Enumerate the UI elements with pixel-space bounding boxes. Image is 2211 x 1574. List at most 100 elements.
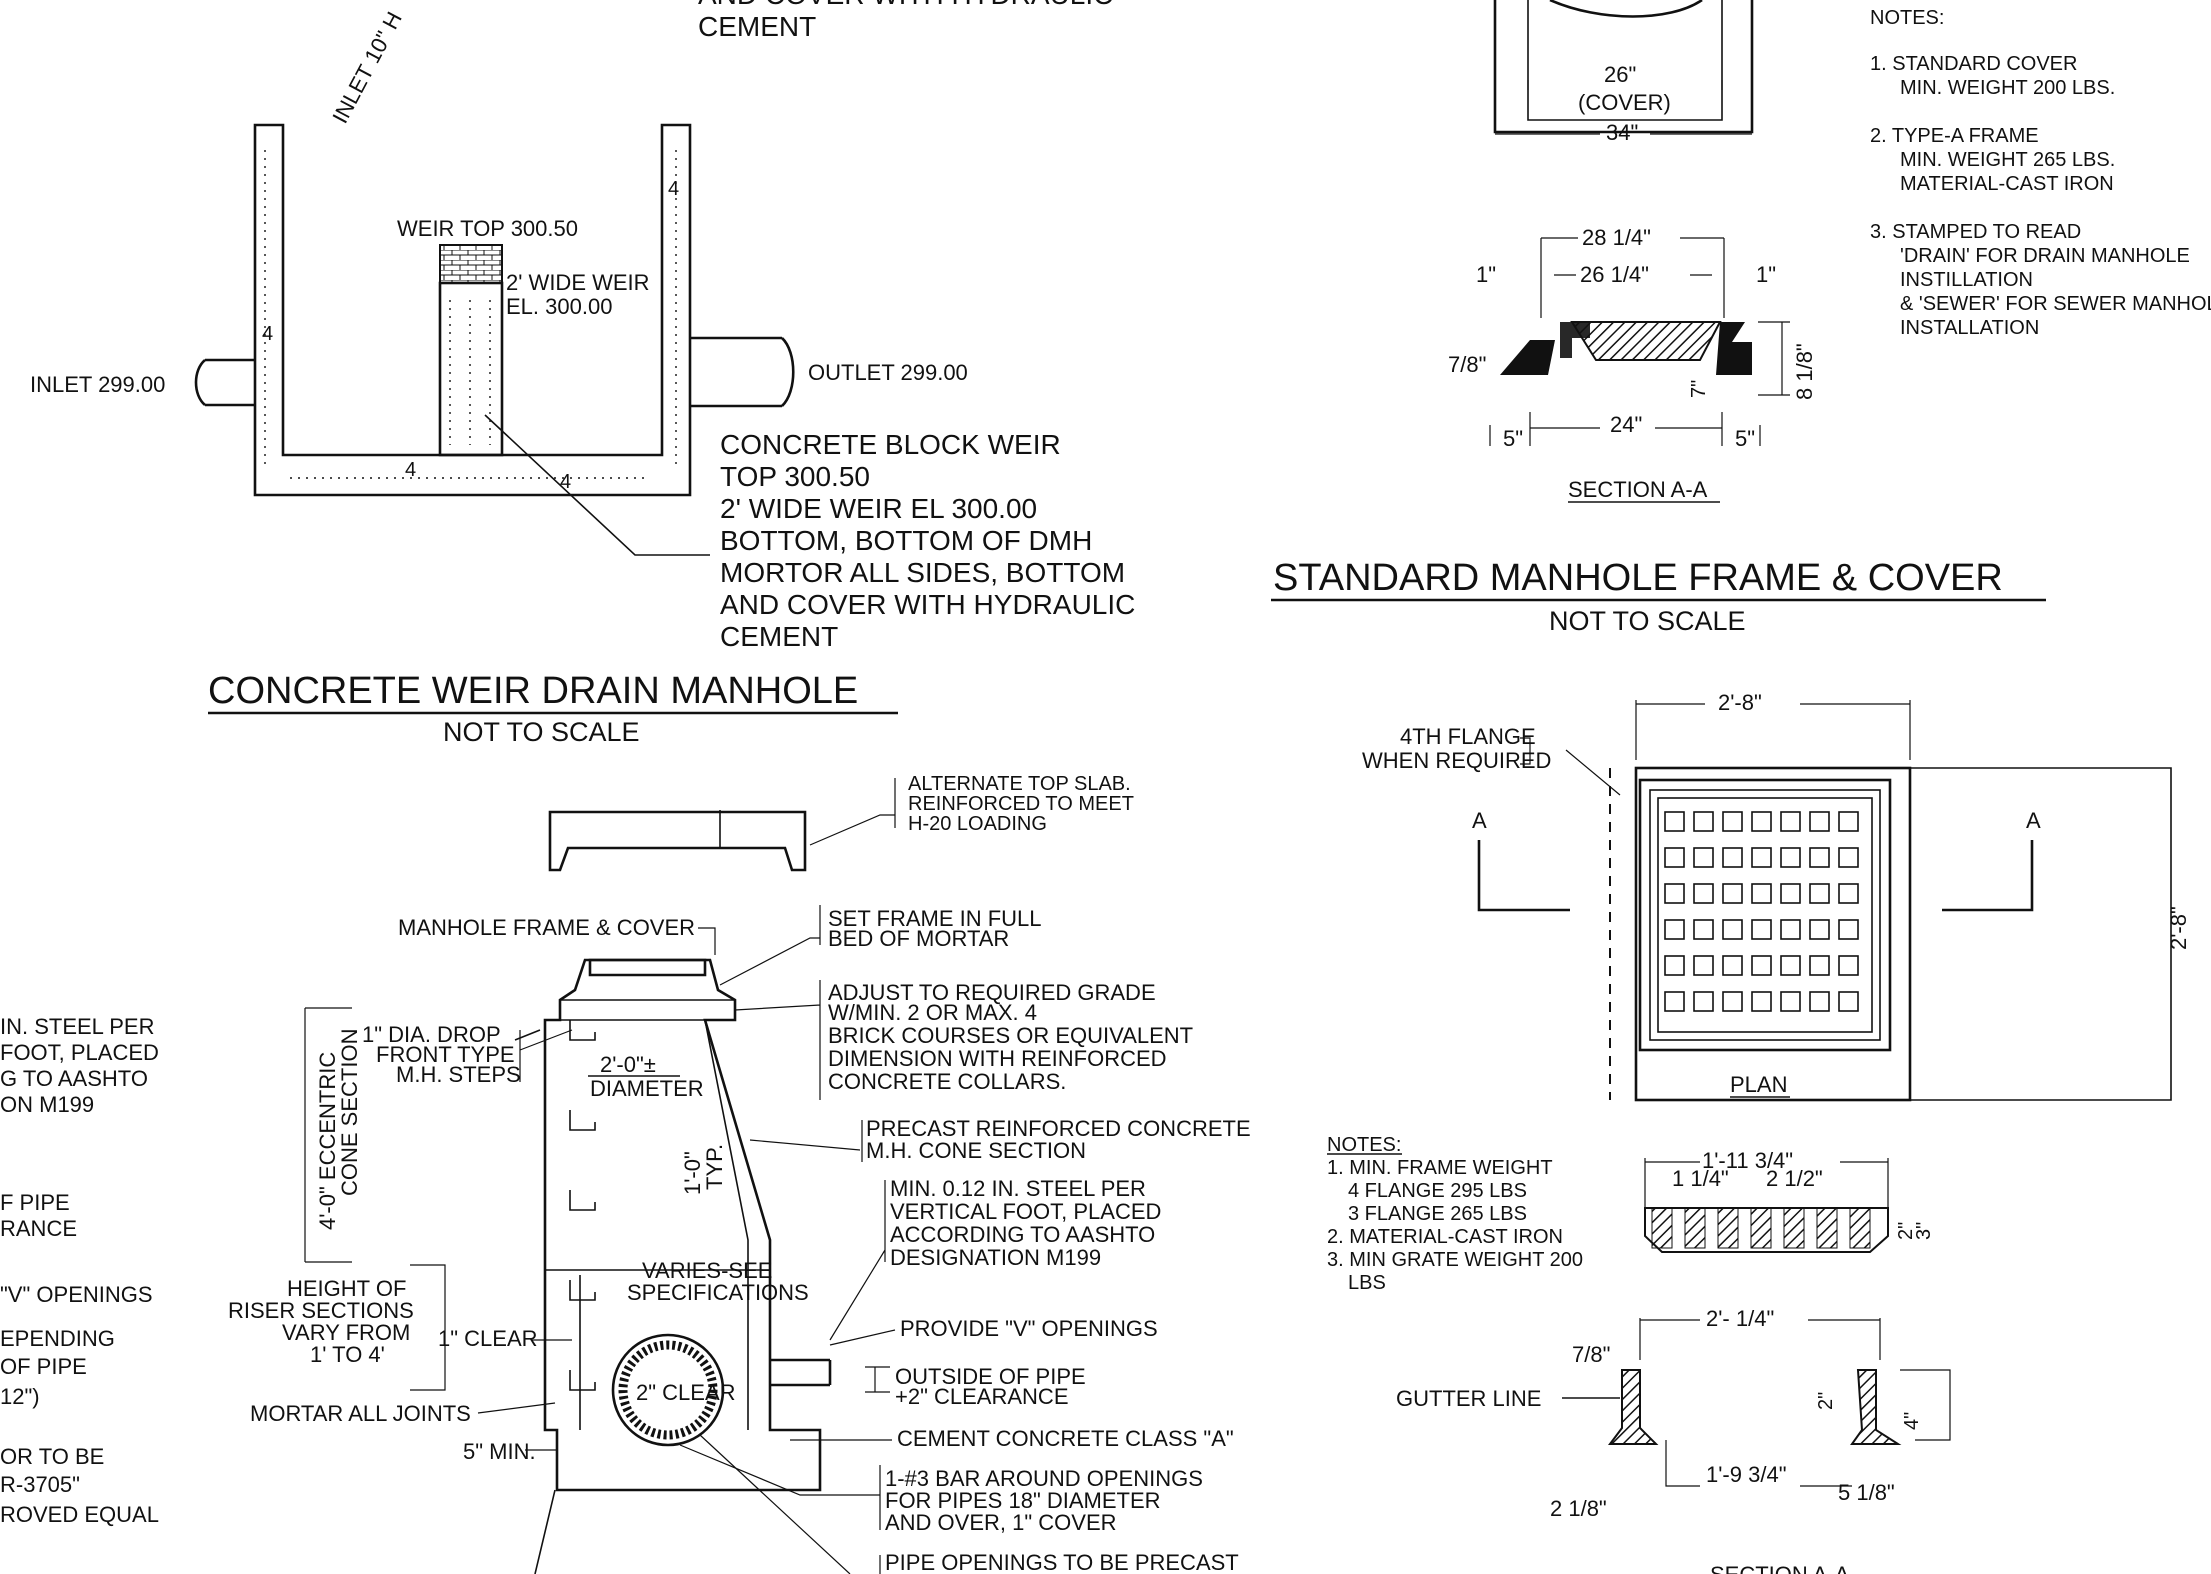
grate-opening xyxy=(1780,991,1801,1012)
frame-cover-label: MANHOLE FRAME & COVER xyxy=(398,915,695,940)
manhole-cone xyxy=(543,958,822,1492)
svg-text:VARY FROM: VARY FROM xyxy=(282,1320,410,1345)
grate-opening xyxy=(1838,919,1859,940)
svg-text:REINFORCED TO MEET: REINFORCED TO MEET xyxy=(908,793,1134,815)
svg-text:28 1/4": 28 1/4" xyxy=(1582,225,1651,250)
svg-text:AND COVER WITH HYDRAULIC: AND COVER WITH HYDRAULIC xyxy=(720,589,1135,620)
weir-subtitle: NOT TO SCALE xyxy=(443,717,640,747)
frame-subtitle: NOT TO SCALE xyxy=(1549,606,1746,636)
svg-text:1 1/4": 1 1/4" xyxy=(1672,1166,1729,1191)
svg-text:WHEN REQUIRED: WHEN REQUIRED xyxy=(1362,748,1551,773)
svg-text:RISER SECTIONS: RISER SECTIONS xyxy=(228,1298,414,1323)
svg-text:2": 2" xyxy=(1895,1222,1917,1240)
frame-title: STANDARD MANHOLE FRAME & COVER xyxy=(1273,557,2003,599)
grate-bar xyxy=(1717,1207,1739,1249)
svg-text:2 1/2": 2 1/2" xyxy=(1766,1166,1823,1191)
grate-opening xyxy=(1838,991,1859,1012)
svg-text:7/8": 7/8" xyxy=(1448,352,1486,377)
svg-text:H-20 LOADING: H-20 LOADING xyxy=(908,813,1047,835)
grate-opening xyxy=(1751,991,1772,1012)
svg-text:ON M199: ON M199 xyxy=(0,1092,94,1117)
svg-text:26 1/4": 26 1/4" xyxy=(1580,262,1649,287)
svg-text:MORTOR ALL SIDES, BOTTOM: MORTOR ALL SIDES, BOTTOM xyxy=(720,557,1125,588)
svg-text:1. STANDARD COVER: 1. STANDARD COVER xyxy=(1870,53,2077,75)
grate-bar xyxy=(1816,1207,1838,1249)
svg-text:2'-8": 2'-8" xyxy=(2166,906,2191,950)
svg-text:BOTTOM, BOTTOM OF DMH: BOTTOM, BOTTOM OF DMH xyxy=(720,525,1092,556)
svg-text:CONE SECTION: CONE SECTION xyxy=(337,1029,362,1196)
svg-text:EPENDING: EPENDING xyxy=(0,1326,115,1351)
svg-text:4: 4 xyxy=(405,459,416,481)
svg-text:A: A xyxy=(2026,808,2041,833)
svg-text:OR TO BE: OR TO BE xyxy=(0,1444,104,1469)
clear2-label: 2" CLEAR xyxy=(636,1380,736,1405)
grate-opening xyxy=(1809,847,1830,868)
svg-text:SECTION A-A: SECTION A-A xyxy=(1710,1562,1850,1574)
grate-opening xyxy=(1809,919,1830,940)
left-cutoff-notes: IN. STEEL PER FOOT, PLACED G TO AASHTO O… xyxy=(0,1014,159,1527)
svg-text:SET FRAME IN FULL: SET FRAME IN FULL xyxy=(828,906,1042,931)
grate-opening xyxy=(1751,919,1772,940)
svg-text:ROVED EQUAL: ROVED EQUAL xyxy=(0,1502,159,1527)
svg-text:A: A xyxy=(1472,808,1487,833)
wide-weir-el: EL. 300.00 xyxy=(506,294,612,319)
svg-text:1-#3 BAR AROUND OPENINGS: 1-#3 BAR AROUND OPENINGS xyxy=(885,1466,1203,1491)
pipe-section xyxy=(611,1333,725,1447)
grate-notes: NOTES: 1. MIN. FRAME WEIGHT 4 FLANGE 295… xyxy=(1327,1134,1583,1294)
svg-text:NOTES:: NOTES: xyxy=(1327,1134,1401,1156)
svg-text:PIPE OPENINGS TO BE PRECAST: PIPE OPENINGS TO BE PRECAST xyxy=(885,1550,1239,1574)
svg-text:3 FLANGE 265 LBS: 3 FLANGE 265 LBS xyxy=(1348,1203,1527,1225)
svg-text:1' TO 4': 1' TO 4' xyxy=(310,1342,385,1367)
grate-opening xyxy=(1664,811,1685,832)
svg-text:"V" OPENINGS: "V" OPENINGS xyxy=(0,1282,153,1307)
svg-text:FRONT TYPE: FRONT TYPE xyxy=(376,1042,515,1067)
weir-detail: AND COVER WITH HYDRAULIC CEMENT INLET 10… xyxy=(30,0,1135,747)
svg-text:1'-9 3/4": 1'-9 3/4" xyxy=(1706,1462,1787,1487)
svg-text:MIN. 0.12 IN. STEEL PER: MIN. 0.12 IN. STEEL PER xyxy=(890,1176,1146,1201)
grate-opening xyxy=(1838,847,1859,868)
svg-text:ADJUST TO REQUIRED GRADE: ADJUST TO REQUIRED GRADE xyxy=(828,980,1156,1005)
plan-label: PLAN xyxy=(1730,1072,1787,1097)
svg-text:1. MIN. FRAME WEIGHT: 1. MIN. FRAME WEIGHT xyxy=(1327,1157,1553,1179)
svg-text:4TH FLANGE: 4TH FLANGE xyxy=(1400,724,1536,749)
svg-text:PRECAST REINFORCED CONCRETE: PRECAST REINFORCED CONCRETE xyxy=(866,1116,1251,1141)
grate-opening xyxy=(1751,811,1772,832)
inlet-pipe xyxy=(205,358,255,407)
weir-top-label: WEIR TOP 300.50 xyxy=(397,216,578,241)
outlet-pipe xyxy=(690,336,782,408)
svg-text:SPECIFICATIONS: SPECIFICATIONS xyxy=(627,1280,809,1305)
weir-top-note-2: CEMENT xyxy=(698,11,816,42)
svg-text:34": 34" xyxy=(1606,120,1638,145)
grate-opening xyxy=(1809,883,1830,904)
svg-text:VERTICAL FOOT, PLACED: VERTICAL FOOT, PLACED xyxy=(890,1199,1161,1224)
grate-opening xyxy=(1809,955,1830,976)
svg-text:PROVIDE "V" OPENINGS: PROVIDE "V" OPENINGS xyxy=(900,1316,1158,1341)
grate-bar xyxy=(1684,1207,1706,1249)
svg-text:BRICK COURSES OR EQUIVALENT: BRICK COURSES OR EQUIVALENT xyxy=(828,1023,1193,1048)
grate-opening xyxy=(1722,919,1743,940)
svg-text:3. MIN GRATE WEIGHT 200: 3. MIN GRATE WEIGHT 200 xyxy=(1327,1249,1583,1271)
weir-block xyxy=(438,281,504,457)
svg-text:24": 24" xyxy=(1610,412,1642,437)
svg-text:2. TYPE-A FRAME: 2. TYPE-A FRAME xyxy=(1870,125,2039,147)
svg-text:BED OF MORTAR: BED OF MORTAR xyxy=(828,926,1009,951)
svg-text:M.H. STEPS: M.H. STEPS xyxy=(396,1062,521,1087)
svg-text:2'- 1/4": 2'- 1/4" xyxy=(1706,1306,1774,1331)
grate-detail: 2'-8" 4TH FLANGE WHEN REQUIRED A A 2'-8"… xyxy=(1327,690,2191,1574)
grate-opening xyxy=(1722,955,1743,976)
svg-text:'DRAIN' FOR DRAIN MANHOLE: 'DRAIN' FOR DRAIN MANHOLE xyxy=(1900,245,2190,267)
alt-top-slab xyxy=(548,810,807,872)
svg-text:MORTAR ALL JOINTS: MORTAR ALL JOINTS xyxy=(250,1401,471,1426)
outlet-label: OUTLET 299.00 xyxy=(808,360,968,385)
svg-text:DIMENSION WITH REINFORCED: DIMENSION WITH REINFORCED xyxy=(828,1046,1167,1071)
weir-callout: CONCRETE BLOCK WEIR TOP 300.50 2' WIDE W… xyxy=(720,429,1135,652)
svg-text:CONCRETE BLOCK WEIR: CONCRETE BLOCK WEIR xyxy=(720,429,1061,460)
grate-opening xyxy=(1751,955,1772,976)
grate-opening xyxy=(1722,883,1743,904)
svg-text:ACCORDING TO AASHTO: ACCORDING TO AASHTO xyxy=(890,1222,1155,1247)
svg-text:INSTALLATION: INSTALLATION xyxy=(1900,317,2039,339)
svg-text:4 FLANGE 295 LBS: 4 FLANGE 295 LBS xyxy=(1348,1180,1527,1202)
grate-opening xyxy=(1838,883,1859,904)
svg-text:4: 4 xyxy=(262,323,273,345)
